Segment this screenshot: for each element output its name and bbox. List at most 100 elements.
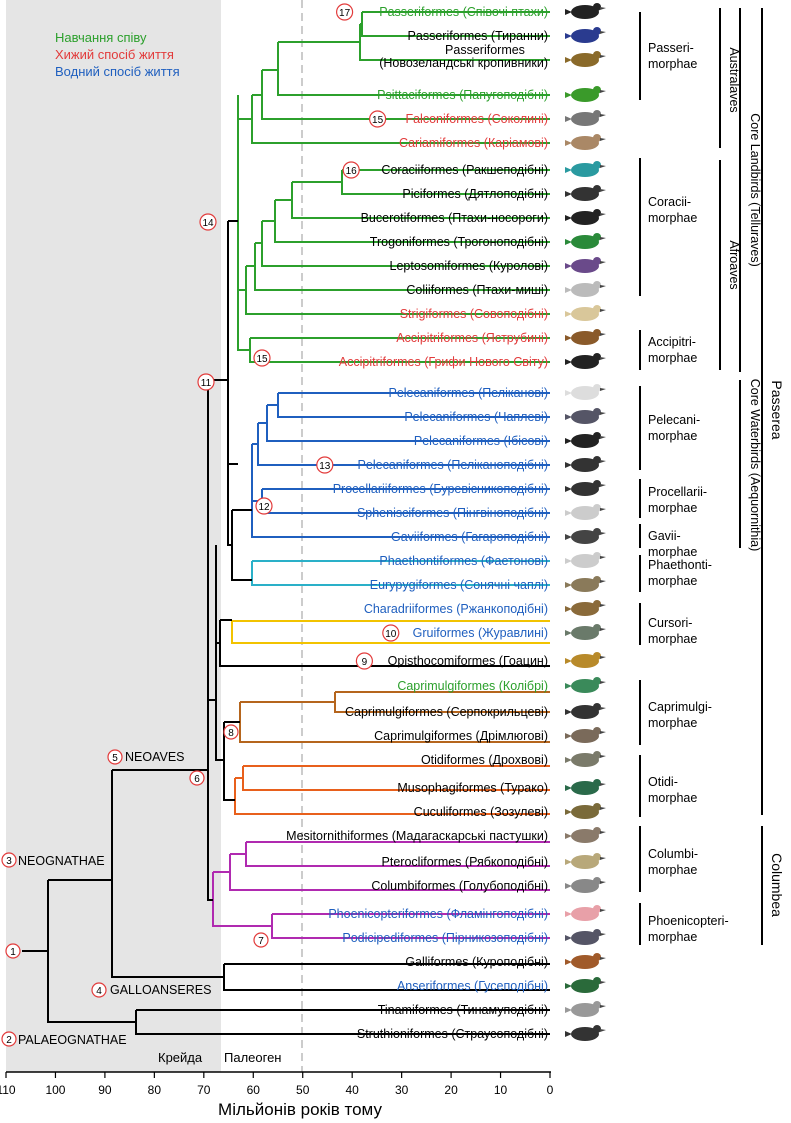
leaf-label: Coraciiformes (Ракшеподібні) <box>381 163 548 177</box>
leaf-label: Psittaciformes (Папугоподібні) <box>377 88 548 102</box>
leaf-label: Caprimulgiformes (Дрімлюгові) <box>374 729 548 743</box>
bird-illustrations <box>565 3 606 1041</box>
leaf-label: Piciformes (Дятлоподібні) <box>402 187 548 201</box>
leaf-label: Falconiformes (Соколині) <box>405 112 548 126</box>
axis-tick-label: 60 <box>247 1083 261 1097</box>
axis-tick-label: 110 <box>0 1083 16 1097</box>
group-label: morphae <box>648 211 697 225</box>
svg-text:15: 15 <box>256 354 268 365</box>
era-paleogene-label: Палеоген <box>224 1050 281 1065</box>
bird-icon <box>565 853 606 869</box>
node-number-14: 14 <box>199 213 217 231</box>
group-label: Otidi- <box>648 775 678 789</box>
axis-tick-label: 30 <box>395 1083 409 1097</box>
group-label: morphae <box>648 930 697 944</box>
bird-icon <box>565 209 606 225</box>
bird-icon <box>565 624 606 640</box>
bird-icon <box>565 1001 606 1017</box>
label-australaves: Australaves <box>727 47 741 112</box>
leaf-label: Otidiformes (Дрохвові) <box>421 753 548 767</box>
group-label: Procellarii- <box>648 485 707 499</box>
leaf-label: Procellariiformes (Буревісникоподібні) <box>333 482 548 496</box>
node-number-3: 3 <box>1 852 17 868</box>
label-columbea: Columbea <box>769 853 785 917</box>
node-number-7: 7 <box>253 932 269 948</box>
group-label: morphae <box>648 57 697 71</box>
group-label: Pelecani- <box>648 413 700 427</box>
bird-icon <box>565 27 606 43</box>
bird-icon <box>565 185 606 201</box>
node-number-6: 6 <box>189 770 205 786</box>
leaf-label: Columbiformes (Голубоподібні) <box>371 879 548 893</box>
svg-text:2: 2 <box>6 1035 12 1046</box>
leaf-node-number: 17 <box>336 3 354 21</box>
legend-singing: Навчання співу <box>55 30 147 45</box>
leaf-label: Strigiformes (Совоподібні) <box>400 307 548 321</box>
group-label: Gavii- <box>648 529 681 543</box>
leaf-label: Caprimulgiformes (Серпокрильцеві) <box>345 705 548 719</box>
axis-tick-label: 70 <box>197 1083 211 1097</box>
bird-icon <box>565 384 606 400</box>
node-number-15-accipitrimorphae: 15 <box>253 349 271 367</box>
svg-text:3: 3 <box>6 856 12 867</box>
bird-icon <box>565 110 606 126</box>
group-label: Phoenicopteri- <box>648 914 729 928</box>
bird-icon <box>565 652 606 668</box>
leaf-label: Pterocliformes (Рябкоподібні) <box>382 855 548 869</box>
leaf-label: Accipitriformes (Яструбині) <box>396 331 548 345</box>
label-core-landbirds: Core Landbirds (Telluraves) <box>748 113 762 267</box>
node-number-2: 2 <box>1 1031 17 1047</box>
svg-text:11: 11 <box>201 378 212 389</box>
bird-icon <box>565 480 606 496</box>
leaf-label: Passeriformes <box>445 43 525 57</box>
leaf-label: Tinamiformes (Тинамуподібні) <box>378 1003 548 1017</box>
clade-neoaves: NEOAVES <box>125 750 185 764</box>
group-label: morphae <box>648 501 697 515</box>
leaf-node-number: 16 <box>342 161 360 179</box>
leaf-node-number: 10 <box>382 624 400 642</box>
bird-icon <box>565 353 606 369</box>
axis-tick-label: 10 <box>494 1083 508 1097</box>
leaf-label: Gruiformes (Журавлині) <box>413 626 548 640</box>
axis-tick-label: 20 <box>444 1083 458 1097</box>
bird-icon <box>565 803 606 819</box>
clade-neognathae: NEOGNATHAE <box>18 854 105 868</box>
bird-icon <box>565 977 606 993</box>
legend-predatory: Хижий спосіб життя <box>55 47 174 62</box>
leaf-label: Pelecaniformes (Ібісові) <box>414 434 548 448</box>
bird-icon <box>565 751 606 767</box>
leaf-label-sub: (Новозеландські кропивники) <box>379 56 548 70</box>
svg-text:16: 16 <box>346 166 358 177</box>
group-label: morphae <box>648 351 697 365</box>
branches-backbone <box>22 220 550 1035</box>
svg-text:7: 7 <box>258 936 264 947</box>
time-axis: 1101009080706050403020100 Мільйонів рокі… <box>0 1071 554 1119</box>
leaf-label: Leptosomiformes (Куролові) <box>390 259 549 273</box>
bird-icon <box>565 3 606 19</box>
svg-text:12: 12 <box>258 502 270 513</box>
bird-icon <box>565 528 606 544</box>
leaf-label: Passeriformes (Тиранни) <box>408 29 548 43</box>
svg-text:15: 15 <box>372 115 384 126</box>
axis-title: Мільйонів років тому <box>218 1100 382 1119</box>
axis-tick-label: 80 <box>148 1083 162 1097</box>
bird-icon <box>565 929 606 945</box>
label-afroaves: Afroaves <box>727 240 741 289</box>
bird-icon <box>565 576 606 592</box>
bird-icon <box>565 329 606 345</box>
leaf-label: Cariamiformes (Каріамові) <box>399 136 548 150</box>
leaf-label: Passeriformes (Співочі птахи) <box>379 5 548 19</box>
leaf-label: Coliiformes (Птахи-миші) <box>406 283 548 297</box>
bird-icon <box>565 281 606 297</box>
bird-icon <box>565 677 606 693</box>
leaf-label: Accipitriformes (Грифи Нового Світу) <box>339 355 548 369</box>
leaf-node-number: 13 <box>316 456 334 474</box>
leaf-label: Pelecaniformes (Чаплеві) <box>404 410 548 424</box>
branch-columbea <box>212 841 550 939</box>
bird-icon <box>565 703 606 719</box>
axis-tick-label: 90 <box>98 1083 112 1097</box>
leaf-label: Eurypygiformes (Сонячні чаплі) <box>370 578 548 592</box>
label-passerea: Passerea <box>769 380 785 439</box>
leaf-label: Cuculiformes (Зозулеві) <box>414 805 548 819</box>
